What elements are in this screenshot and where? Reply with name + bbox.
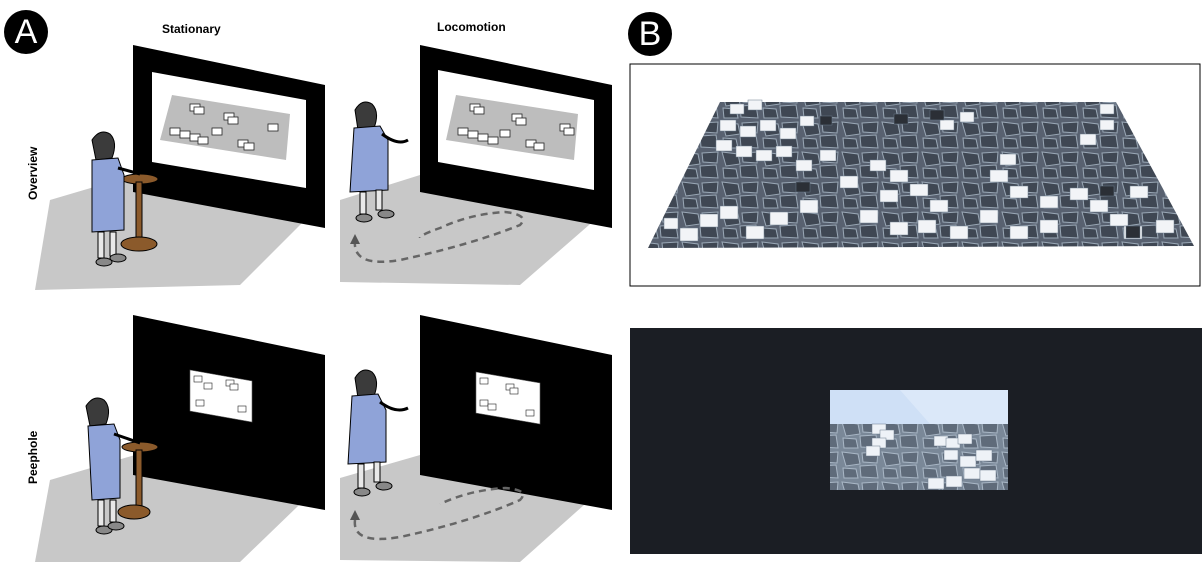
peephole-document-thumbnails [865,423,997,490]
panel-b-overview-render [629,63,1201,287]
person-locomotion-overview [349,101,409,223]
column-header-locomotion: Locomotion [437,20,506,34]
document-thumbnails [663,99,1175,242]
peephole-sky-shade [900,390,1008,424]
standing-table-leg [135,449,143,509]
path-arrowhead [350,510,360,520]
standing-table-base [120,236,158,252]
document-cards [457,103,575,151]
scene-peephole-locomotion [340,315,612,562]
standing-table-leg [135,181,143,241]
document-cards [479,377,535,417]
document-cards [193,375,247,413]
scene-overview-stationary [35,45,325,290]
person-stationary-peephole [85,397,141,535]
panel-b-peephole-render [630,328,1202,554]
walking-path [353,210,525,264]
path-arrowhead [350,234,360,244]
column-header-stationary: Stationary [162,22,221,36]
dark-document-thumbnails [795,109,1141,239]
person-locomotion-peephole [347,369,409,497]
scene-peephole-stationary [35,315,325,562]
document-cards [169,103,279,151]
panel-a-badge: A [4,10,48,54]
person-stationary-overview [91,131,141,267]
peephole-viewport [475,371,541,425]
standing-table-base [117,504,151,520]
scene-overview-locomotion [340,45,612,285]
walking-path [353,486,525,541]
panel-b-badge: B [628,12,672,56]
